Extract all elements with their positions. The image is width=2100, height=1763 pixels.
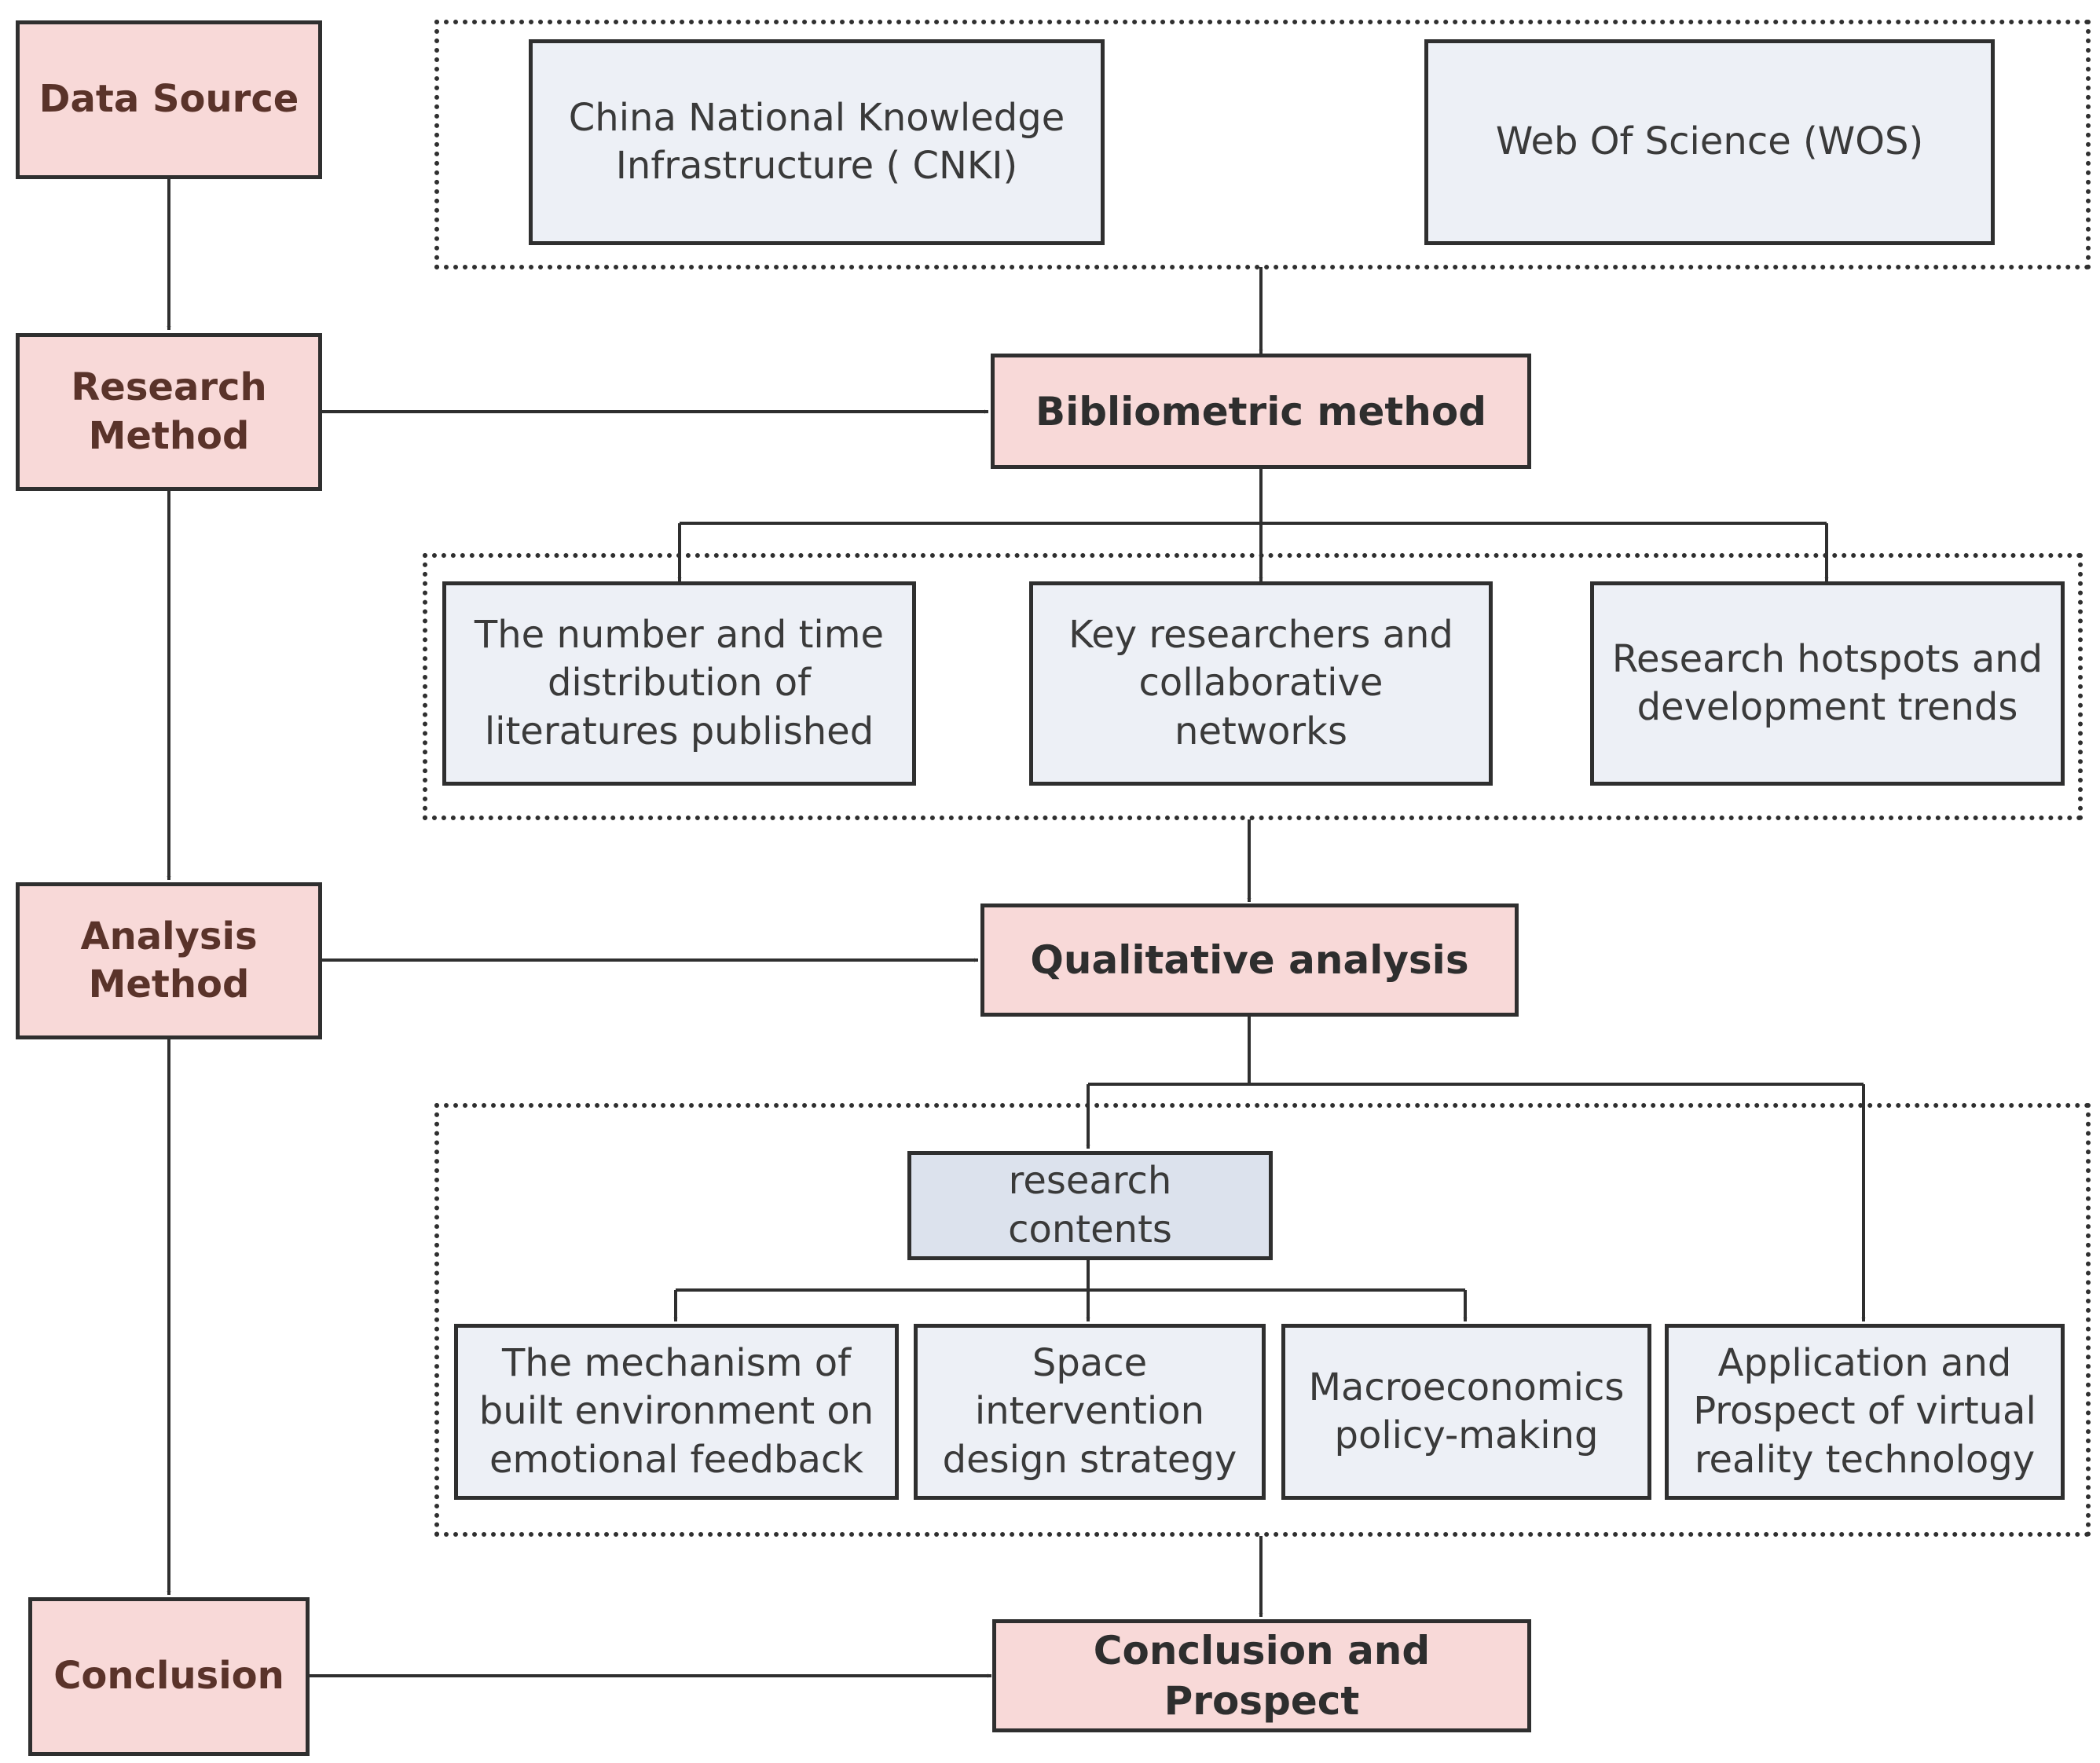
qualitative-analysis-node: Qualitative analysis (980, 903, 1519, 1017)
output-key-researchers: Key researchers and collaborative networ… (1029, 581, 1493, 786)
stage-analysis-method-label: Analysis Method (80, 914, 258, 1006)
stage-research-method: Research Method (16, 333, 322, 491)
research-contents-label: research contents (1008, 1159, 1172, 1252)
application-vr-technology-label: Application and Prospect of virtual real… (1693, 1340, 2036, 1482)
output-research-hotspots-label: Research hotspots and development trends (1611, 636, 2043, 729)
stage-data-source-label: Data Source (38, 77, 299, 122)
bibliometric-outputs-group (423, 553, 2083, 820)
bibliometric-method-node: Bibliometric method (991, 354, 1531, 469)
source-cnki: China National Knowledge Infrastructure … (529, 39, 1105, 245)
content-built-environment-label: The mechanism of built environment on em… (478, 1340, 874, 1482)
stage-analysis-method: Analysis Method (16, 882, 322, 1039)
content-macroeconomics-label: Macroeconomics policy-making (1308, 1365, 1625, 1457)
content-space-intervention: Space intervention design strategy (914, 1324, 1266, 1500)
qualitative-analysis-label: Qualitative analysis (1030, 937, 1469, 983)
stage-conclusion: Conclusion (28, 1597, 310, 1756)
conclusion-prospect-label: Conclusion and Prospect (1093, 1628, 1431, 1724)
stage-data-source: Data Source (16, 20, 322, 179)
bibliometric-method-label: Bibliometric method (1035, 388, 1487, 434)
qualitative-outputs-group (434, 1103, 2091, 1537)
output-publication-distribution-label: The number and time distribution of lite… (474, 612, 885, 753)
conclusion-prospect-node: Conclusion and Prospect (992, 1619, 1531, 1732)
content-built-environment: The mechanism of built environment on em… (454, 1324, 899, 1500)
research-contents-node: research contents (907, 1151, 1273, 1260)
source-wos-label: Web Of Science (WOS) (1495, 119, 1924, 164)
output-key-researchers-label: Key researchers and collaborative networ… (1068, 612, 1453, 753)
output-research-hotspots: Research hotspots and development trends (1590, 581, 2065, 786)
source-cnki-label: China National Knowledge Infrastructure … (568, 95, 1065, 188)
stage-research-method-label: Research Method (71, 365, 267, 458)
content-space-intervention-label: Space intervention design strategy (942, 1340, 1237, 1482)
content-macroeconomics: Macroeconomics policy-making (1281, 1324, 1651, 1500)
source-wos: Web Of Science (WOS) (1424, 39, 1995, 245)
output-publication-distribution: The number and time distribution of lite… (442, 581, 916, 786)
application-vr-technology: Application and Prospect of virtual real… (1665, 1324, 2065, 1500)
sources-group (434, 20, 2091, 269)
stage-conclusion-label: Conclusion (53, 1654, 284, 1699)
